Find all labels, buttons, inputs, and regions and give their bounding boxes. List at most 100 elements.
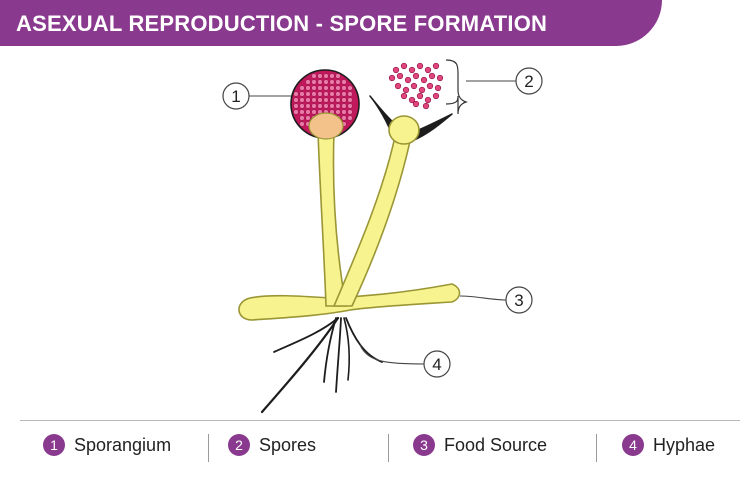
spore (428, 72, 436, 80)
legend-badge-4: 4 (622, 434, 644, 456)
sporangium-spore (341, 79, 347, 85)
sporangium-spore (329, 91, 335, 97)
leader-line-4 (359, 344, 427, 365)
sporangium-spore (347, 97, 353, 103)
spore (404, 76, 412, 84)
sporangium-spore (311, 103, 317, 109)
sporangium-spore (323, 73, 329, 79)
page-title: ASEXUAL REPRODUCTION - SPORE FORMATION (16, 11, 548, 36)
sporangium-spore (341, 85, 347, 91)
sporangium-spore (305, 97, 311, 103)
columella (308, 112, 344, 140)
legend-label-hyphae: Hyphae (653, 434, 716, 455)
sporangium-spore (323, 79, 329, 85)
sporangium-spore (293, 97, 299, 103)
sporangium-spore (305, 85, 311, 91)
sporangium-spore (293, 91, 299, 97)
spore (396, 72, 404, 80)
burst-wall-right (413, 113, 453, 141)
spore (422, 102, 430, 110)
callout-3-number: 3 (514, 291, 523, 310)
sporangium-spore (341, 103, 347, 109)
sporangium-spore (311, 91, 317, 97)
title-banner: ASEXUAL REPRODUCTION - SPORE FORMATION (0, 0, 662, 46)
sporangium-spore (323, 91, 329, 97)
sporangium-spore (317, 73, 323, 79)
legend-item-food-source: 3 Food Source (413, 432, 547, 458)
spore (420, 76, 428, 84)
spore (424, 96, 432, 104)
sporangium-spore (299, 103, 305, 109)
legend-label-food-source: Food Source (444, 434, 548, 455)
spore (410, 82, 418, 90)
sporangium-spores (293, 73, 353, 127)
sporangium (290, 69, 360, 140)
sporangium-spore (299, 115, 305, 121)
sporangium-spore (299, 121, 305, 127)
legend-label-spores: Spores (259, 434, 317, 455)
spore-formation-diagram: 1 2 3 4 (222, 59, 543, 414)
spore (400, 92, 408, 100)
spores-cluster (388, 62, 444, 110)
spore (424, 66, 432, 74)
sporangium-spore (347, 85, 353, 91)
sporangium-spore (341, 109, 347, 115)
sporangium-spore (293, 109, 299, 115)
spore (432, 92, 440, 100)
sporangium-spore (341, 97, 347, 103)
sporangium-spore (335, 79, 341, 85)
spore (412, 100, 420, 108)
spore (392, 66, 400, 74)
sporangium-spore (335, 73, 341, 79)
sporangium-spore (311, 109, 317, 115)
callout-3: 3 (505, 286, 533, 314)
sporangium-spore (335, 91, 341, 97)
sporangium-spore (323, 97, 329, 103)
leader-line-3 (459, 295, 508, 301)
legend-divider (20, 420, 740, 421)
callout-2: 2 (515, 67, 543, 95)
sporangium-spore (317, 97, 323, 103)
leader-lines (249, 80, 516, 365)
sporangium-spore (341, 115, 347, 121)
sporangium-spore (347, 103, 353, 109)
burst-columella (388, 115, 420, 145)
sporangium-spore (335, 85, 341, 91)
legend-badge-1: 1 (43, 434, 65, 456)
spore (408, 66, 416, 74)
legend-separator (388, 434, 389, 462)
sporangium-spore (329, 85, 335, 91)
callout-2-number: 2 (524, 72, 533, 91)
sporangium-spore (311, 97, 317, 103)
spore (394, 82, 402, 90)
sporangium-spore (311, 85, 317, 91)
callout-4-number: 4 (432, 355, 441, 374)
legend-separator (208, 434, 209, 462)
sporangium-spore (347, 91, 353, 97)
spore (402, 86, 410, 94)
spore (388, 74, 396, 82)
sporangium-spore (293, 103, 299, 109)
burst-sporangiophore-stalk (332, 131, 413, 307)
spore (412, 72, 420, 80)
sporangium-spore (299, 85, 305, 91)
callout-1: 1 (222, 82, 250, 110)
sporangium-spore (305, 91, 311, 97)
sporangium-spore (311, 79, 317, 85)
sporangium-spore (317, 103, 323, 109)
burst-wall-left (369, 95, 396, 135)
legend-label-sporangium: Sporangium (74, 434, 172, 455)
sporangium-spore (317, 91, 323, 97)
sporangium-spore (299, 109, 305, 115)
spore (436, 74, 444, 82)
sporangium-spore (341, 91, 347, 97)
sporangium-spore (323, 103, 329, 109)
rhizoids (260, 316, 383, 414)
sporangium-spore (323, 85, 329, 91)
sporangium-spore (329, 79, 335, 85)
sporangium-spore (305, 115, 311, 121)
sporangium-spore (317, 85, 323, 91)
sporangium-spore (305, 103, 311, 109)
spore (434, 84, 442, 92)
sporangium-spore (317, 79, 323, 85)
